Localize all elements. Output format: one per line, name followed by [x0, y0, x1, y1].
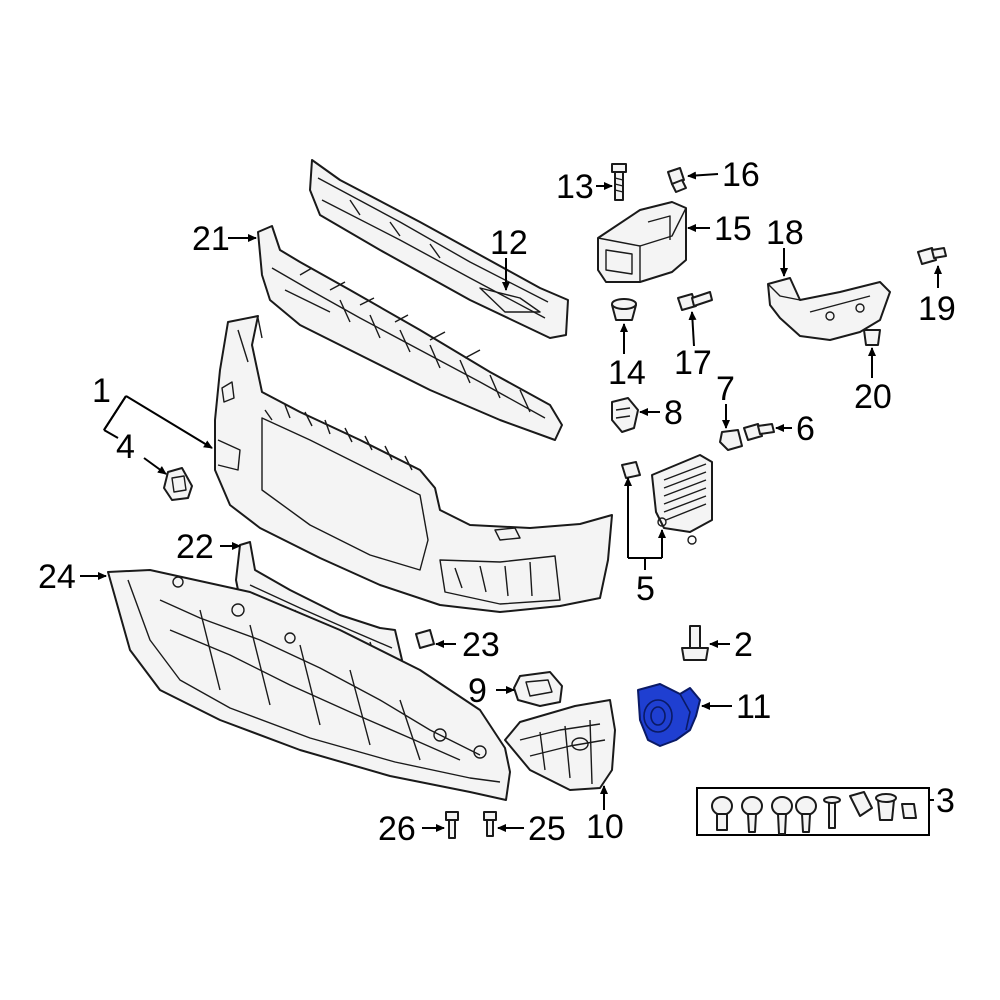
callout-15: 15: [714, 210, 752, 248]
side-reinforcement: [504, 699, 616, 791]
callout-10: 10: [586, 808, 624, 846]
fastener-6: [849, 791, 873, 817]
bolt-17: [677, 291, 713, 311]
callout-24: 24: [38, 558, 76, 596]
sensor-bracket: [163, 467, 193, 501]
grille-insert-clip: [621, 461, 641, 479]
push-pin-2: [681, 625, 709, 661]
callout-2: 2: [734, 626, 753, 664]
fastener-5: [823, 796, 841, 829]
callout-9: 9: [468, 672, 487, 710]
bumper-cover: [214, 315, 613, 613]
fastener-4: [795, 796, 817, 833]
bolt-19: [917, 247, 947, 265]
highlighted-bracket-11: [637, 683, 701, 747]
bolt-26: [445, 811, 459, 839]
callout-19: 19: [918, 290, 956, 328]
callout-20: 20: [854, 378, 892, 416]
callout-14: 14: [608, 354, 646, 392]
callout-22: 22: [176, 528, 214, 566]
grille-insert: [651, 454, 713, 545]
callout-11: 11: [736, 688, 771, 726]
callout-23: 23: [462, 626, 500, 664]
callout-26: 26: [378, 810, 416, 848]
nut-14: [611, 298, 637, 321]
callout-1: 1: [92, 372, 111, 410]
fastener-3: [771, 796, 793, 835]
screw-6: [743, 423, 775, 441]
callout-labels: 1 2 3 4 5 6 7 8 9 10 11 12 13 14 15 16 1…: [38, 156, 956, 848]
bracket-9: [513, 671, 563, 707]
grommet-7: [719, 429, 743, 451]
lower-splash-shield: [107, 569, 511, 801]
leader-lines: [80, 171, 942, 832]
callout-25: 25: [528, 810, 566, 848]
callout-7: 7: [716, 370, 735, 408]
hardware-kit-box: [696, 787, 930, 836]
callout-5: 5: [636, 570, 655, 608]
callout-12: 12: [490, 224, 528, 262]
fastener-2: [741, 796, 763, 833]
fastener-1: [711, 796, 733, 831]
bolt-16: [667, 167, 687, 193]
side-bracket: [767, 277, 891, 341]
callout-4: 4: [116, 428, 135, 466]
fastener-7: [875, 793, 897, 821]
clip-8: [611, 397, 639, 433]
upper-grille-bracket: [257, 225, 563, 441]
callout-13: 13: [556, 168, 594, 206]
callout-6: 6: [796, 410, 815, 448]
bolt-23: [415, 629, 435, 649]
callout-18: 18: [766, 214, 804, 252]
upper-reinforcement-beam: [309, 159, 569, 339]
bolt-13: [611, 163, 627, 201]
callout-21: 21: [192, 220, 230, 258]
bolt-25: [483, 811, 497, 837]
callout-3: 3: [936, 782, 955, 820]
callout-16: 16: [722, 156, 760, 194]
fastener-8: [901, 803, 917, 819]
energy-absorber-bracket: [597, 201, 687, 283]
callout-8: 8: [664, 394, 683, 432]
callout-17: 17: [674, 344, 712, 382]
nut-20: [863, 329, 881, 346]
